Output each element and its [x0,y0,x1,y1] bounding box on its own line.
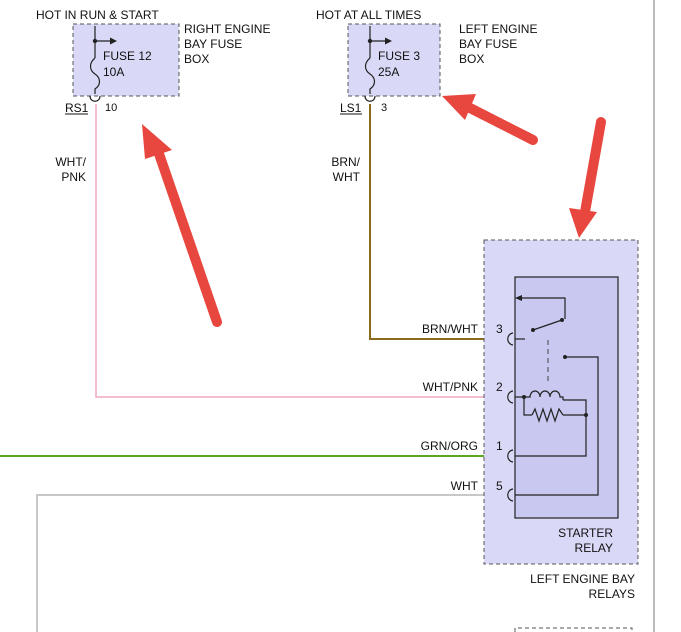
pin-3-connector-icon [507,332,514,346]
fuse-3-box-line2: BAY FUSE [459,37,517,51]
switch-blade [532,319,563,331]
fuse-12-fuse-icon [89,57,101,94]
annotation-arrow-fuse-3 [442,94,538,145]
fuse-12-pin: 10 [105,102,117,114]
fuse-3-connector-icon [364,95,376,102]
pin-2-number: 2 [496,380,503,394]
wire-wht-pnk-label-line2: PNK [61,170,86,184]
annotation-arrow-fuse-3-shaft [465,103,538,145]
fuse-12-rating: 10A [103,65,124,79]
annotation-arrow-fuse-3-head-icon [442,94,476,120]
switch-arrow-icon [515,295,522,301]
relay-inner-box [514,276,619,519]
pin-2-wire-label: WHT/PNK [423,380,478,394]
wire-wht [36,494,508,632]
switch-top-lead [519,297,566,319]
pin-5-node-icon [563,355,567,359]
resistor-icon [531,407,564,423]
annotation-arrow-fuse-12-shaft [152,143,222,327]
coil-winding-icon [524,390,564,400]
wire-wht-pnk-label-line1: WHT/ [55,155,86,169]
starter-relay-group: STARTER RELAY LEFT ENGINE BAY RELAYS [483,239,639,601]
annotation-arrow-relay [569,117,606,238]
fuse-3-rating: 25A [378,65,399,79]
fuse-12-connector-icon [89,95,101,102]
fuse-12-arrow-icon [110,37,117,45]
fuse-3-fuse-icon [364,57,376,94]
fuse-3-group: HOT AT ALL TIMES FUSE 3 25A LEFT ENGINE … [316,8,537,115]
fuse-12-group: HOT IN RUN & START FUSE 12 10A RIGHT ENG… [36,8,270,115]
relay-location-line2: RELAYS [589,587,635,601]
fuse-12-box [72,23,180,97]
fuse-12-name: FUSE 12 [103,49,152,63]
pin-3-wire-label: BRN/WHT [422,322,479,336]
fuse-3-supply-label: HOT AT ALL TIMES [316,8,421,22]
relay-location-line1: LEFT ENGINE BAY [530,572,635,586]
pin-5-connector-icon [507,488,514,502]
annotation-arrow-relay-shaft [580,117,606,217]
fuse-3-pin: 3 [381,102,387,114]
pin-1-connector-icon [507,449,514,463]
fuse-12-box-line3: BOX [184,52,209,66]
fuse-3-box-line1: LEFT ENGINE [459,22,537,36]
fuse-12-box-line2: BAY FUSE [184,37,242,51]
fuse-12-connector-label: RS1 [65,101,89,115]
fuse-12-supply-label: HOT IN RUN & START [36,8,159,22]
fuse-3-arrow-icon [385,37,392,45]
pin-2-connector-icon [507,390,514,404]
pin-5-trace [515,356,599,496]
fuse-3-name: FUSE 3 [378,49,420,63]
pin-5-number: 5 [496,479,503,493]
resistor-lead-left [523,397,532,416]
fuse-3-box-line3: BOX [459,52,484,66]
relay-name-line2: RELAY [575,541,613,555]
fuse-3-box [347,23,441,97]
pin-1-wire-label: GRN/ORG [421,439,478,453]
fuse-3-connector-label: LS1 [340,101,362,115]
coil-return-node-icon [584,413,588,417]
relay-name-line1: STARTER [558,526,613,540]
switch-contact-icon [560,318,564,322]
annotation-arrow-fuse-12-head-icon [142,124,172,159]
wire-brn-wht [369,104,508,340]
switch-pivot-icon [531,328,535,332]
wire-wht-pnk [95,104,508,398]
fuse-12-box-line1: RIGHT ENGINE [184,22,270,36]
coil-return-trace [515,399,587,457]
wire-brn-wht-label-line2: WHT [333,170,361,184]
pin-3-number: 3 [496,322,503,336]
pin-5-wire-label: WHT [451,479,479,493]
pin-1-number: 1 [496,439,503,453]
wire-brn-wht-label-line1: BRN/ [331,155,360,169]
next-component-box [514,627,633,632]
annotation-arrow-relay-head-icon [569,208,597,238]
annotation-arrow-fuse-12 [142,124,222,327]
